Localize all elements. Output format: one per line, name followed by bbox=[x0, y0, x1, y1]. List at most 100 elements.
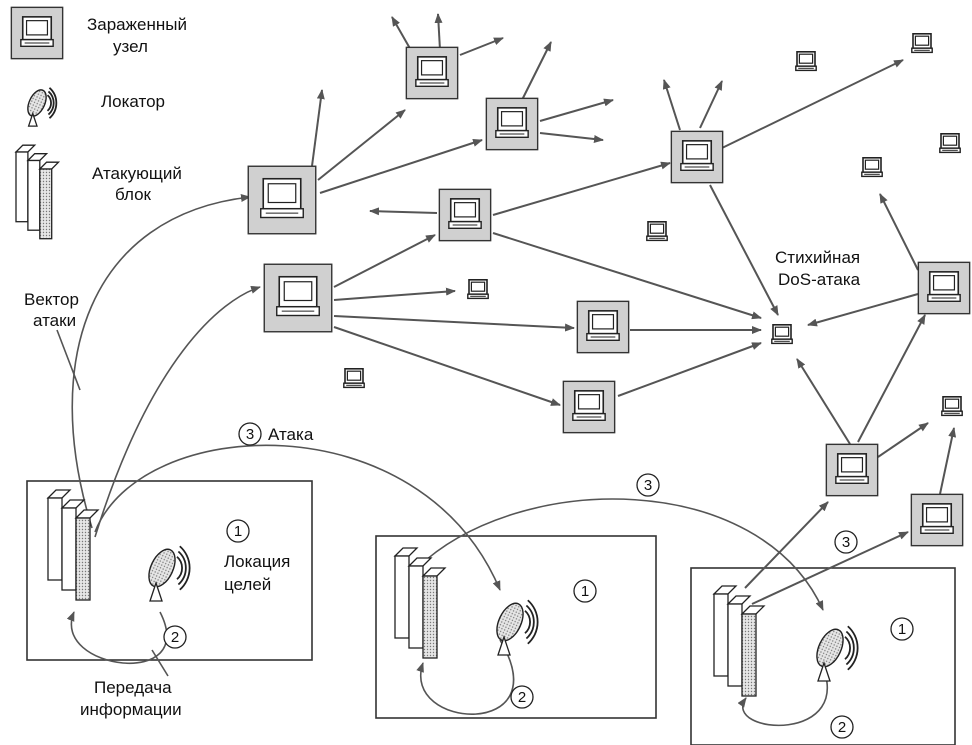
locator-zone-3 bbox=[816, 625, 859, 682]
dos-label-line2: DoS-атака bbox=[778, 270, 861, 289]
edge bbox=[751, 531, 909, 605]
edge bbox=[311, 89, 325, 167]
step-1-zone-3: 1 bbox=[890, 617, 914, 641]
edge bbox=[877, 422, 929, 458]
legend-infected-node-line1: Зараженный bbox=[87, 15, 187, 34]
edge bbox=[319, 138, 483, 194]
transfer-curve bbox=[416, 639, 515, 716]
target-computer-9 bbox=[941, 395, 963, 417]
target-computer-6 bbox=[467, 278, 489, 300]
edge bbox=[939, 427, 957, 495]
infected-node-9 bbox=[917, 261, 971, 315]
step-1-zone-2: 1 bbox=[573, 579, 597, 603]
vector-pointer bbox=[56, 329, 81, 391]
step-3-attack: 3 bbox=[238, 422, 262, 446]
edge bbox=[539, 132, 604, 143]
edge bbox=[492, 232, 762, 320]
target-computer-7 bbox=[343, 367, 365, 389]
legend-infected-node-line2: узел bbox=[113, 37, 148, 56]
labels: Вектор атаки Атака Стихийная DoS-атака Л… bbox=[24, 248, 861, 719]
edge bbox=[744, 501, 829, 589]
attack-curve bbox=[416, 498, 824, 611]
target-computer-4 bbox=[861, 157, 883, 178]
edge bbox=[333, 326, 561, 406]
legend-attack-block-line1: Атакующий bbox=[92, 164, 182, 183]
edge bbox=[617, 342, 762, 397]
vector-label-line1: Вектор bbox=[24, 290, 79, 309]
devices bbox=[46, 489, 859, 697]
step-3-right: 3 bbox=[834, 530, 858, 554]
locator-zone-2 bbox=[496, 599, 539, 656]
edge bbox=[333, 234, 436, 288]
dos-label-line1: Стихийная bbox=[775, 248, 860, 267]
edge bbox=[662, 79, 681, 131]
edge bbox=[879, 193, 919, 271]
legend-attack-block-icon bbox=[14, 144, 61, 240]
infected-node-4 bbox=[438, 188, 492, 242]
edge bbox=[333, 287, 456, 301]
transfer-label-line2: информации bbox=[80, 700, 182, 719]
svg-text:1: 1 bbox=[898, 621, 906, 638]
step-2-zone-2: 2 bbox=[510, 685, 534, 709]
infected-node-3 bbox=[485, 97, 539, 151]
step-3-mid: 3 bbox=[636, 473, 660, 497]
svg-text:2: 2 bbox=[838, 719, 846, 736]
target-computer-2 bbox=[911, 32, 933, 54]
target-computer-3 bbox=[939, 133, 961, 154]
attack-label: Атака bbox=[268, 425, 314, 444]
infected-node-6 bbox=[576, 300, 630, 354]
svg-text:3: 3 bbox=[644, 477, 652, 494]
step-2-zone-1: 2 bbox=[163, 625, 187, 649]
target-computer-1 bbox=[795, 50, 817, 72]
target-computer-5 bbox=[646, 221, 668, 242]
infected-node-10 bbox=[825, 443, 879, 497]
edge bbox=[369, 207, 438, 216]
infected-node-7 bbox=[562, 380, 616, 434]
edge bbox=[333, 315, 575, 332]
transfer-curve bbox=[737, 659, 829, 727]
infected-node-2 bbox=[405, 46, 459, 100]
edge bbox=[721, 59, 904, 149]
target-computer-8 bbox=[771, 323, 793, 345]
svg-text:2: 2 bbox=[518, 689, 526, 706]
attack-block-zone-2 bbox=[393, 547, 447, 659]
legend-locator-icon bbox=[27, 87, 58, 127]
edge bbox=[709, 184, 779, 316]
legend-attack-block-line2: блок bbox=[115, 185, 152, 204]
svg-text:3: 3 bbox=[246, 426, 254, 443]
step-markers: 3 1 2 3 1 2 3 1 bbox=[163, 422, 914, 739]
edge bbox=[492, 161, 671, 216]
attack-vector-curve bbox=[94, 285, 261, 538]
nodes bbox=[247, 32, 971, 547]
edge bbox=[539, 98, 614, 122]
edge bbox=[857, 314, 926, 443]
attack-curve bbox=[94, 444, 501, 591]
infected-node-11 bbox=[910, 493, 964, 547]
edge bbox=[434, 13, 443, 51]
edge bbox=[391, 16, 413, 53]
transfer-label-line1: Передача bbox=[94, 678, 172, 697]
attack-block-zone-1 bbox=[46, 489, 100, 601]
infected-node-8 bbox=[670, 130, 724, 184]
edge bbox=[317, 109, 406, 181]
step-2-zone-3: 2 bbox=[830, 715, 854, 739]
edge bbox=[796, 358, 851, 445]
edge bbox=[521, 41, 552, 101]
transfer-pointer bbox=[151, 649, 169, 677]
location-label-line1: Локация bbox=[224, 552, 290, 571]
attack-block-zone-3 bbox=[712, 585, 766, 697]
legend-locator: Локатор bbox=[101, 92, 165, 111]
svg-text:1: 1 bbox=[234, 523, 242, 540]
legend-infected-node-icon bbox=[10, 6, 64, 60]
edge bbox=[699, 80, 723, 129]
infected-node-5 bbox=[263, 263, 333, 333]
location-label-line2: целей bbox=[224, 575, 271, 594]
edge bbox=[459, 37, 504, 56]
svg-text:3: 3 bbox=[842, 534, 850, 551]
vector-label-line2: атаки bbox=[33, 311, 76, 330]
edges bbox=[311, 13, 957, 605]
edge bbox=[807, 293, 919, 327]
svg-text:1: 1 bbox=[581, 583, 589, 600]
locator-zone-1 bbox=[148, 545, 191, 602]
